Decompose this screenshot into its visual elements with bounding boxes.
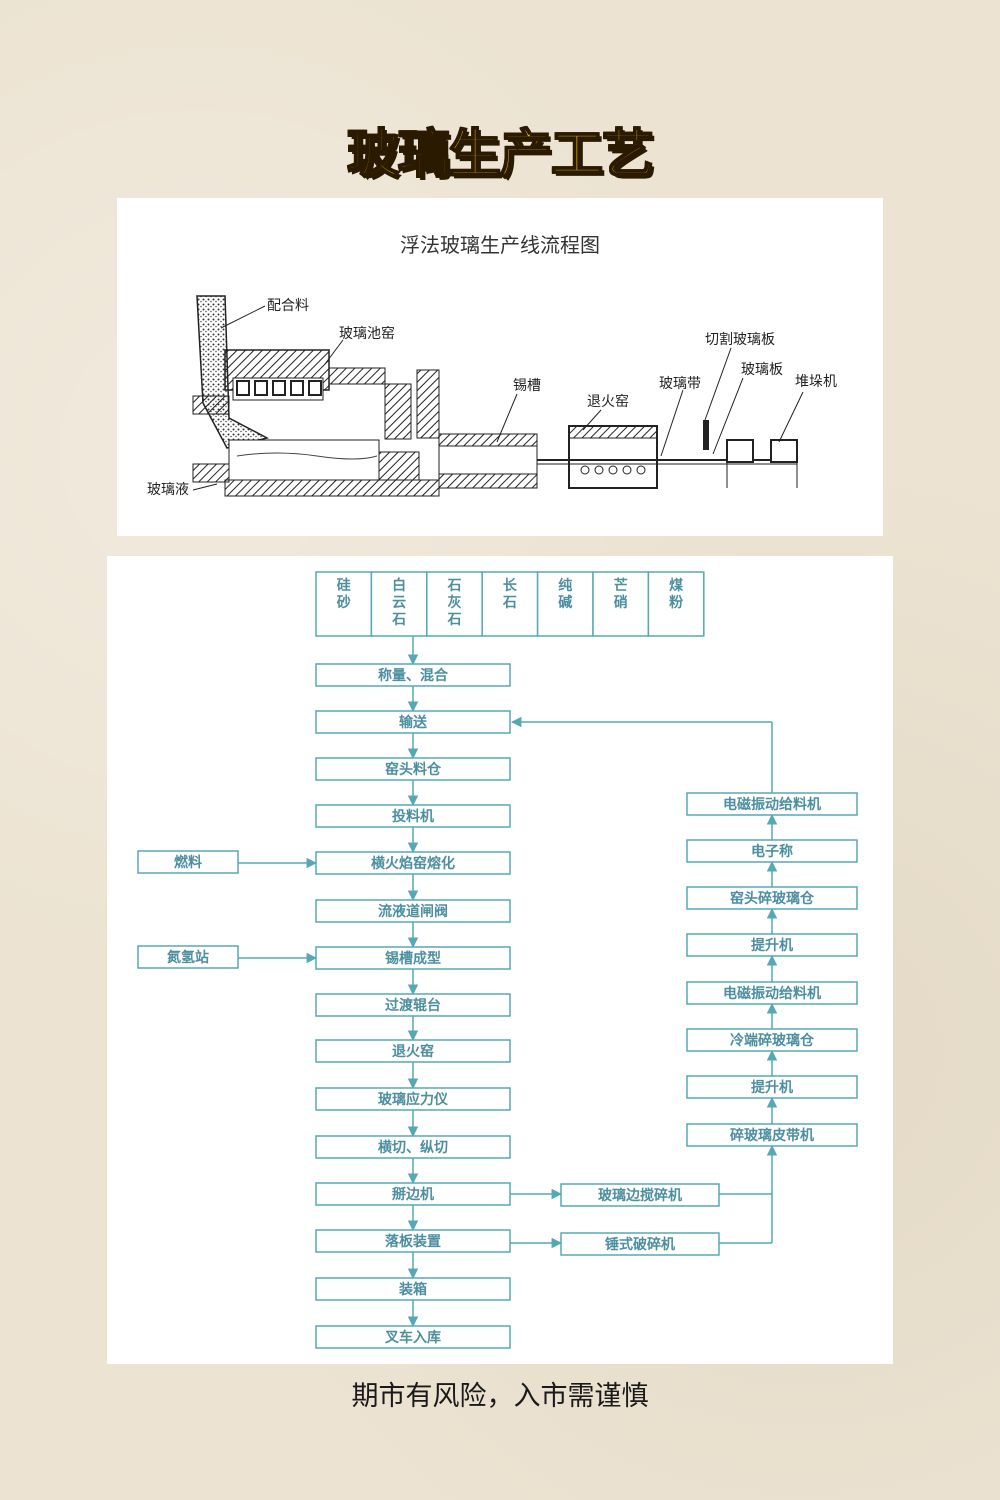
main-step-3-label: 窑头料仓: [385, 761, 442, 778]
edge-crusher-box-label: 玻璃边搅碎机: [598, 1187, 682, 1204]
material-label: 粉: [669, 594, 683, 611]
label-batch: 配合料: [267, 298, 309, 314]
material-label: 长: [503, 577, 518, 594]
material-label: 石: [447, 612, 462, 628]
label-ribbon: 玻璃带: [659, 375, 701, 392]
main-step-15-label: 叉车入库: [384, 1329, 441, 1346]
process-flowchart: 硅砂白云石石灰石长石纯碱芒硝煤粉称量、混合输送窑头料仓投料机横火焰窑熔化流液道闸…: [137, 571, 858, 1349]
material-label: 硅: [337, 577, 351, 594]
material-cell: [426, 571, 483, 637]
material-label: 硝: [614, 594, 628, 611]
material-label: 石: [391, 612, 406, 628]
cullet-step-1-label: 电磁振动给料机: [723, 796, 821, 813]
main-step-7-label: 锡槽成型: [385, 950, 441, 967]
fuel-box-label: 燃料: [174, 854, 202, 871]
material-label: 纯: [558, 577, 572, 594]
float-glass-schematic: 浮法玻璃生产线流程图: [147, 233, 837, 498]
neck-gate: [384, 383, 412, 440]
canal: [378, 451, 420, 481]
label-lehr: 退火窑: [587, 393, 629, 410]
lehr-roof: [568, 425, 658, 439]
float-glass-schematic-panel: 浮法玻璃生产线流程图: [117, 198, 883, 536]
main-step-13-label: 落板装置: [385, 1233, 441, 1250]
cullet-step-2-label: 电子称: [751, 843, 793, 860]
neck-crown: [328, 367, 386, 385]
label-cut: 切割玻璃板: [705, 331, 775, 348]
material-label: 砂: [336, 594, 351, 611]
furnace-wall-bottom: [192, 463, 230, 483]
material-label: 灰: [448, 594, 462, 611]
page-title: 玻璃生产工艺: [346, 124, 655, 186]
material-label: 煤: [669, 577, 684, 594]
label-tin-bath: 锡槽: [513, 378, 541, 394]
main-step-10-label: 玻璃应力仪: [378, 1091, 449, 1108]
cullet-step-5-label: 电磁振动给料机: [723, 985, 821, 1002]
material-cell: [481, 571, 539, 637]
material-cell: [536, 571, 594, 637]
material-cell: [370, 571, 428, 637]
tin-bath-entry: [416, 369, 440, 439]
main-step-8-label: 过渡辊台: [385, 997, 441, 1014]
label-melt: 玻璃液: [147, 481, 189, 498]
material-cell: [315, 571, 373, 637]
tin-bath-roof: [438, 433, 538, 447]
nitrogen-hydrogen-box: [137, 945, 239, 969]
cullet-step-7-label: 提升机: [751, 1079, 793, 1096]
cutter: [703, 420, 709, 450]
main-step-11-label: 横切、纵切: [378, 1139, 448, 1156]
flowchart-layer: 硅砂白云石石灰石长石纯碱芒硝煤粉称量、混合输送窑头料仓投料机横火焰窑熔化流液道闸…: [137, 571, 858, 1349]
tin-bath-body: [438, 445, 538, 475]
cullet-step-6-label: 冷端碎玻璃仓: [730, 1032, 815, 1049]
material-label: 白: [392, 577, 406, 594]
schematic-labels: 配合料 玻璃池窑 锡槽 退火窑 玻璃带 切割玻璃板 玻璃板 堆垛机 玻璃液: [147, 298, 837, 498]
melt-surface: [236, 452, 378, 460]
stacker-1: [726, 439, 754, 463]
main-step-5-label: 横火焰窑熔化: [371, 855, 455, 872]
cullet-step-4-label: 提升机: [751, 937, 793, 954]
material-label: 石: [502, 595, 517, 611]
schematic-title: 浮法玻璃生产线流程图: [400, 233, 600, 257]
glass-melt-pool: [228, 439, 380, 481]
material-label: 碱: [558, 594, 572, 611]
main-step-2-label: 输送: [399, 714, 428, 731]
material-cell: [592, 571, 650, 637]
lehr-rollers: [580, 465, 646, 475]
main-step-1-label: 称量、混合: [378, 667, 449, 684]
main-step-4-label: 投料机: [392, 808, 434, 825]
main-step-9-label: 退火窑: [392, 1043, 434, 1060]
furnace-wall-top: [192, 395, 230, 415]
stacker-2: [770, 439, 798, 463]
leader-lines: [192, 305, 804, 491]
material-label: 云: [392, 595, 406, 611]
label-sheet: 玻璃板: [741, 361, 783, 378]
cullet-step-8-label: 碎玻璃皮带机: [730, 1127, 814, 1144]
material-label: 石: [447, 578, 462, 594]
material-cell: [647, 571, 705, 637]
tin-bath-floor: [438, 473, 538, 489]
main-step-12-label: 掰边机: [392, 1186, 434, 1203]
material-label: 芒: [614, 577, 628, 594]
main-step-6-label: 流液道闸阀: [378, 903, 448, 920]
nitrogen-hydrogen-box-label: 氮氢站: [166, 949, 209, 966]
burner-ports: [236, 380, 322, 396]
fuel-box: [137, 850, 239, 874]
cullet-step-3-label: 窑头碎玻璃仓: [730, 890, 815, 907]
main-step-14-label: 装箱: [398, 1281, 427, 1298]
label-furnace: 玻璃池窑: [339, 325, 395, 342]
process-flowchart-panel: 硅砂白云石石灰石长石纯碱芒硝煤粉称量、混合输送窑头料仓投料机横火焰窑熔化流液道闸…: [107, 556, 893, 1364]
risk-disclaimer: 期市有风险，入市需谨慎: [351, 1381, 649, 1412]
hammer-crusher-box-label: 锤式破碎机: [605, 1236, 675, 1253]
main-step-15: [315, 1325, 511, 1349]
furnace-bottom: [224, 479, 440, 497]
label-stacker: 堆垛机: [795, 374, 837, 390]
